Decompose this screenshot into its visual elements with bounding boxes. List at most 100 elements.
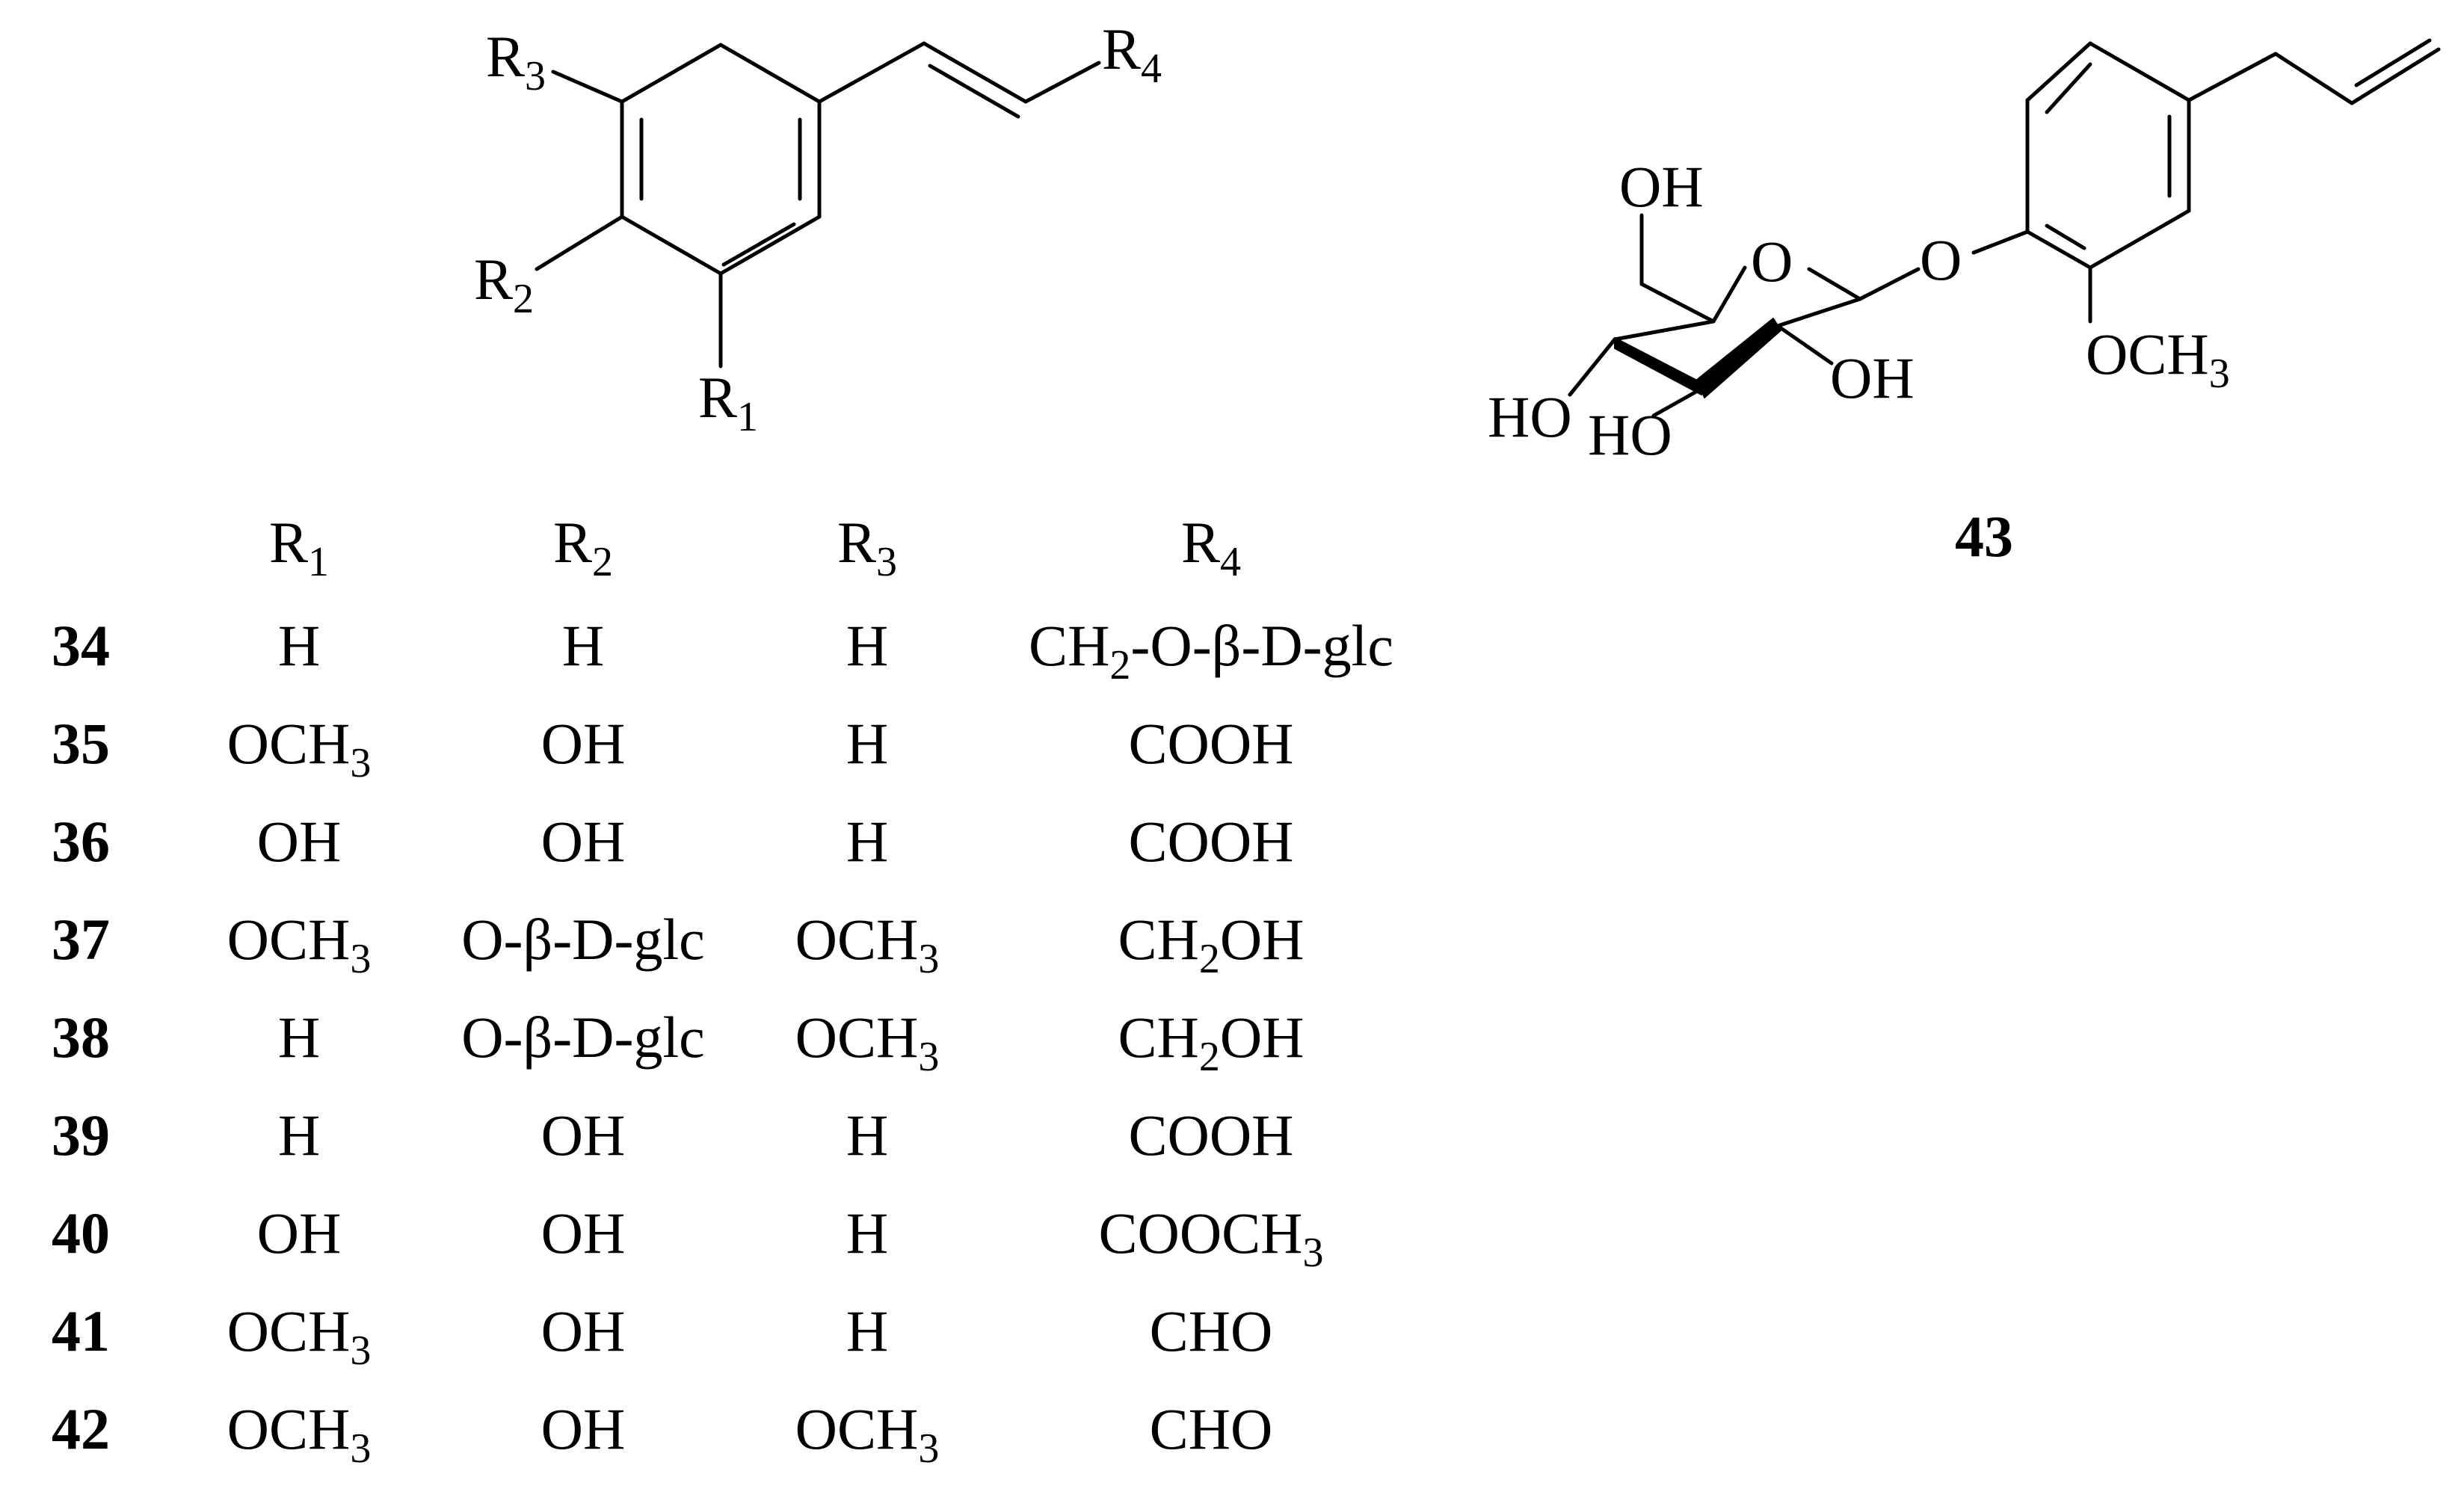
bond [922,41,1028,104]
table-cell-r2: OH [541,1298,626,1363]
table-cell-r4: COOH [1128,809,1293,874]
table-cell-r2: OH [541,1103,626,1168]
bond [1568,337,1617,397]
table-cell-r2: O-β-D-glc [461,1005,705,1070]
table-cell-r4: COOCH3 [1098,1200,1323,1276]
column-header-r3: R3 [837,510,897,585]
och3-label: OCH3 [2086,321,2230,397]
double-bond [2354,38,2432,87]
bond [1775,297,1862,328]
table-cell-r3: H [846,711,888,776]
table-cell-r4: CH2-O-β-D-glc [1029,613,1393,688]
table-cell-r3: H [846,1298,888,1363]
table-cell-r1: OH [257,809,342,874]
double-bond [721,222,796,267]
column-header-r1: R1 [269,510,329,585]
table-cell-r4: CHO [1150,1396,1273,1461]
table-row: 37 OCH3 O-β-D-glc OCH3 CH2OH [52,907,1305,982]
table-cell-r3: H [846,613,888,678]
compound-number: 35 [52,711,110,776]
table-cell-r3: OCH3 [795,1396,940,1472]
ring-o-label: O [1751,229,1793,294]
table-cell-r4: CH2OH [1118,1005,1304,1080]
table-cell-r3: H [846,1103,888,1168]
table-cell-r4: COOH [1128,1103,1293,1168]
column-header-r4: R4 [1181,510,1241,585]
bond [2088,209,2191,270]
compound-number: 42 [52,1396,110,1461]
bond [535,215,624,271]
structure-a: R3 R4 R2 R1 [474,16,1162,440]
compound-number: 34 [52,613,110,678]
bond [817,41,926,104]
r4-label: R4 [1102,16,1162,92]
double-bond [928,64,1020,119]
column-header-r2: R2 [553,510,613,585]
oh-top-label: OH [1619,154,1704,219]
table-row: 42 OCH3 OH OCH3 CHO [52,1396,1272,1472]
wedge-bond [1614,337,1702,395]
r1-label: R1 [698,365,758,440]
table-cell-r3: OCH3 [795,907,940,982]
bond [1775,324,1834,366]
bond [1807,267,1862,301]
double-bond [2045,62,2092,114]
double-bond [2045,223,2086,250]
bond [2187,52,2278,102]
compound-number: 36 [52,809,110,874]
bond [620,43,723,104]
compound-number: 40 [52,1200,110,1265]
oh-c2-label: OH [1830,345,1915,410]
table-cell-r2: OH [541,1396,626,1461]
table-cell-r4: CH2OH [1118,907,1304,982]
table-cell-r2: O-β-D-glc [461,907,705,972]
table-cell-r3: H [846,809,888,874]
table-cell-r1: OCH3 [227,907,372,982]
bond [1858,267,1921,301]
ho-c3-label: HO [1588,402,1672,467]
bond [2088,41,2191,102]
bond [2273,52,2354,105]
compound-number-43: 43 [1955,504,2013,569]
bond [2350,47,2441,105]
bond [718,43,822,104]
r2-label: R2 [474,247,534,322]
table-cell-r1: OH [257,1200,342,1265]
bond [1971,229,2030,255]
wedge-bond [1696,318,1781,398]
bond [620,215,723,276]
table-cell-r1: OCH3 [227,1396,372,1472]
table-cell-r3: OCH3 [795,1005,940,1080]
bond [551,70,624,104]
ho-c4-label: HO [1488,384,1572,449]
bond [1639,282,1716,324]
structure-b: OH O O OH HO HO OCH3 43 [1488,38,2441,569]
table-cell-r2: OH [541,809,626,874]
table-cell-r1: OCH3 [227,1298,372,1374]
table-cell-r2: OH [541,1200,626,1265]
table-cell-r1: H [278,613,320,678]
r3-label: R3 [486,24,546,99]
glycosidic-o-label: O [1920,227,1962,292]
bond [1651,386,1704,418]
table-cell-r1: H [278,1103,320,1168]
bond [1613,319,1716,342]
table-row: 34 H H H CH2-O-β-D-glc [52,613,1393,688]
compound-number: 41 [52,1298,110,1363]
compound-number: 37 [52,907,110,972]
bond [2025,229,2092,270]
table-row: 39 H OH H COOH [52,1103,1294,1168]
table-cell-r1: H [278,1005,320,1070]
table-cell-r1: OCH3 [227,711,372,786]
compound-number: 39 [52,1103,110,1168]
bond [718,215,822,276]
bond [1711,265,1747,324]
table-cell-r2: H [562,613,604,678]
bond [2025,41,2092,102]
table-cell-r4: COOH [1128,711,1293,776]
